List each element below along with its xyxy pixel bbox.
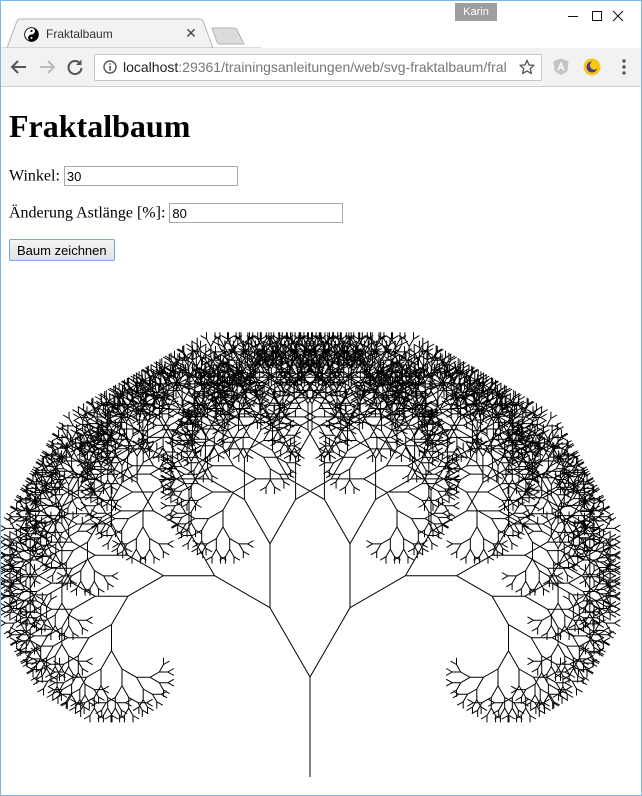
info-icon[interactable]: [103, 60, 117, 74]
new-tab-button[interactable]: [210, 27, 246, 45]
angle-row: Winkel:: [9, 166, 238, 187]
angle-input[interactable]: [63, 166, 238, 187]
page-content: Fraktalbaum Winkel: Änderung Astlänge [%…: [1, 87, 641, 795]
ratio-input[interactable]: [169, 203, 344, 224]
menu-dots-icon[interactable]: [614, 57, 634, 77]
moon-extension-icon[interactable]: [582, 57, 602, 77]
fractal-tree-canvas: [1, 332, 621, 777]
angular-extension-icon[interactable]: [551, 57, 571, 77]
yin-yang-icon: [24, 27, 39, 42]
url-text[interactable]: localhost:29361/trainingsanleitungen/web…: [123, 59, 507, 76]
reload-icon: [67, 59, 83, 75]
page-title: Fraktalbaum: [9, 108, 191, 144]
ratio-label: Änderung Astlänge [%]:: [9, 204, 166, 222]
star-icon[interactable]: [519, 59, 535, 75]
close-window-button[interactable]: [595, 1, 641, 31]
forward-arrow-icon: [40, 60, 56, 74]
draw-tree-button[interactable]: Baum zeichnen: [9, 239, 115, 261]
close-icon: [612, 10, 624, 22]
fractal-tree: [1, 332, 621, 777]
url-path: :29361/trainingsanleitungen/web/svg-frak…: [178, 59, 507, 75]
profile-badge[interactable]: Karin: [455, 3, 497, 21]
back-arrow-icon: [10, 60, 26, 74]
forward-button[interactable]: [36, 56, 58, 78]
tab-title: Fraktalbaum: [46, 27, 113, 41]
tab-close-icon[interactable]: ✕: [185, 26, 197, 42]
minimize-icon: [568, 16, 578, 17]
tab-strip: Karin Fraktalbaum ✕: [1, 1, 641, 49]
url-host: localhost: [123, 59, 179, 75]
maximize-button[interactable]: [574, 1, 620, 31]
ratio-row: Änderung Astlänge [%]:: [9, 203, 344, 224]
reload-button[interactable]: [64, 56, 86, 78]
angle-label: Winkel:: [9, 167, 60, 185]
maximize-icon: [592, 11, 602, 21]
back-button[interactable]: [8, 56, 30, 78]
address-bar[interactable]: localhost:29361/trainingsanleitungen/web…: [94, 54, 542, 81]
minimize-button[interactable]: [550, 1, 596, 31]
browser-toolbar: localhost:29361/trainingsanleitungen/web…: [1, 48, 641, 87]
tree-branches: [1, 332, 621, 777]
